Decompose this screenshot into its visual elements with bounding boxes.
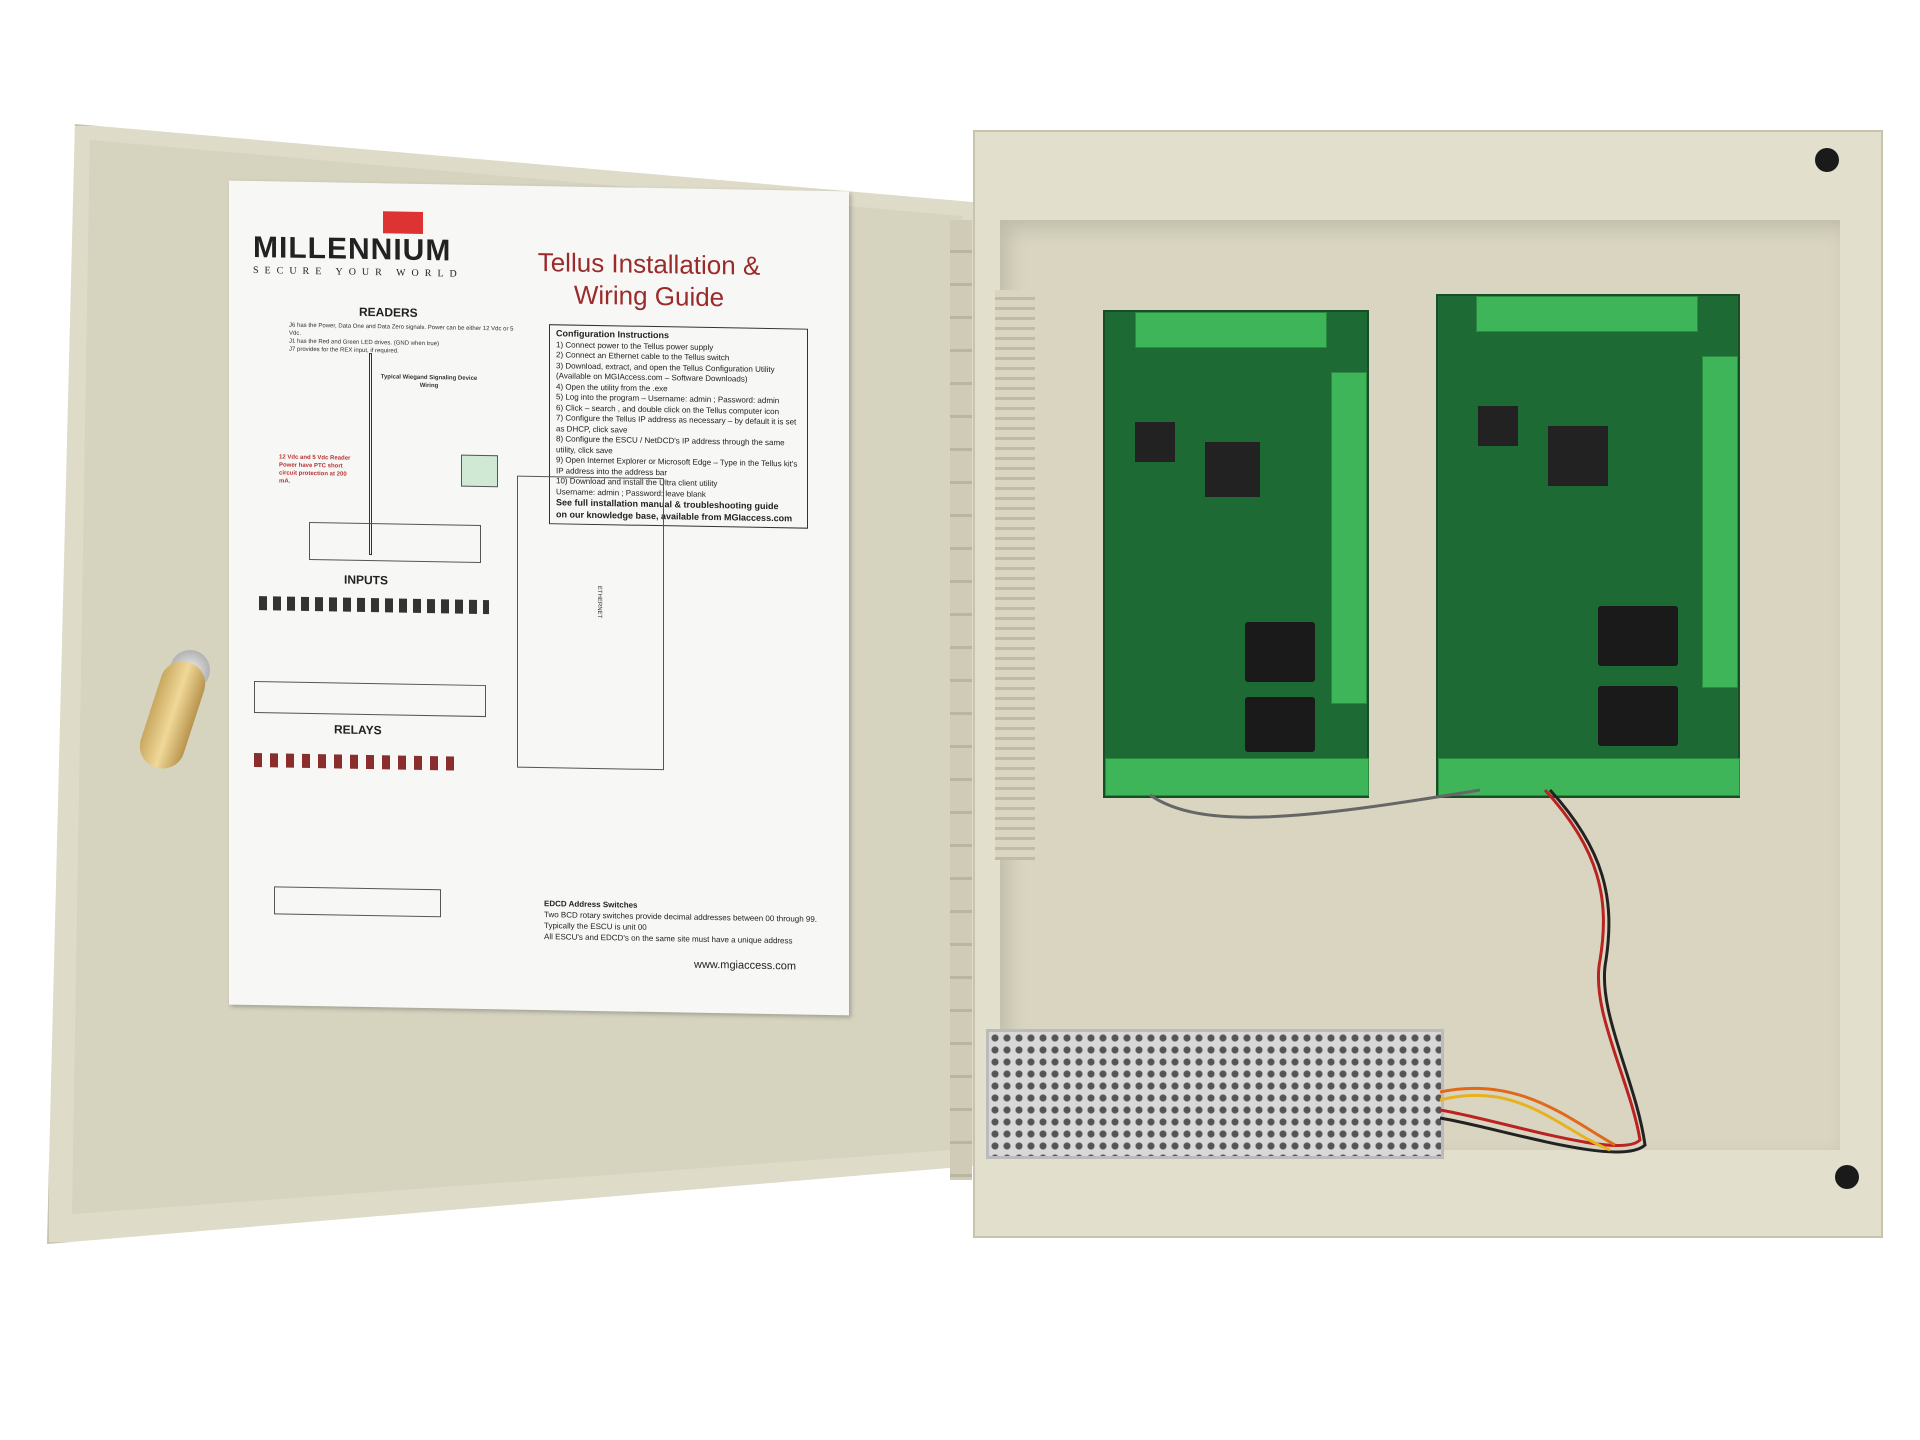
- chip: [1478, 406, 1518, 446]
- controller-board-left: [1103, 310, 1369, 798]
- power-supply-unit: [986, 1029, 1444, 1159]
- relay: [1245, 622, 1315, 682]
- harness-wire-orange: [1439, 1086, 1616, 1147]
- terminal-block-side: [1702, 356, 1738, 688]
- board-link-cable: [1149, 788, 1481, 819]
- harness-wire-yellow: [1439, 1093, 1611, 1152]
- relay: [1598, 606, 1678, 666]
- processor-chip: [1205, 442, 1260, 497]
- terminal-block-bottom: [1105, 758, 1369, 796]
- power-wire-red: [1439, 788, 1642, 1148]
- terminal-block-side: [1331, 372, 1367, 704]
- terminal-block-top: [1135, 312, 1327, 348]
- controller-board-right: [1436, 294, 1740, 798]
- processor-chip: [1548, 426, 1608, 486]
- mounting-hole-bottom-right: [1835, 1165, 1859, 1189]
- terminal-block-top: [1476, 296, 1698, 332]
- side-vents: [995, 290, 1035, 860]
- piano-hinge: [950, 220, 972, 1180]
- terminal-block-bottom: [1438, 758, 1740, 796]
- mounting-hole-top-right: [1815, 148, 1839, 172]
- relay: [1245, 697, 1315, 752]
- power-wire-black: [1439, 788, 1647, 1154]
- chip: [1135, 422, 1175, 462]
- relay: [1598, 686, 1678, 746]
